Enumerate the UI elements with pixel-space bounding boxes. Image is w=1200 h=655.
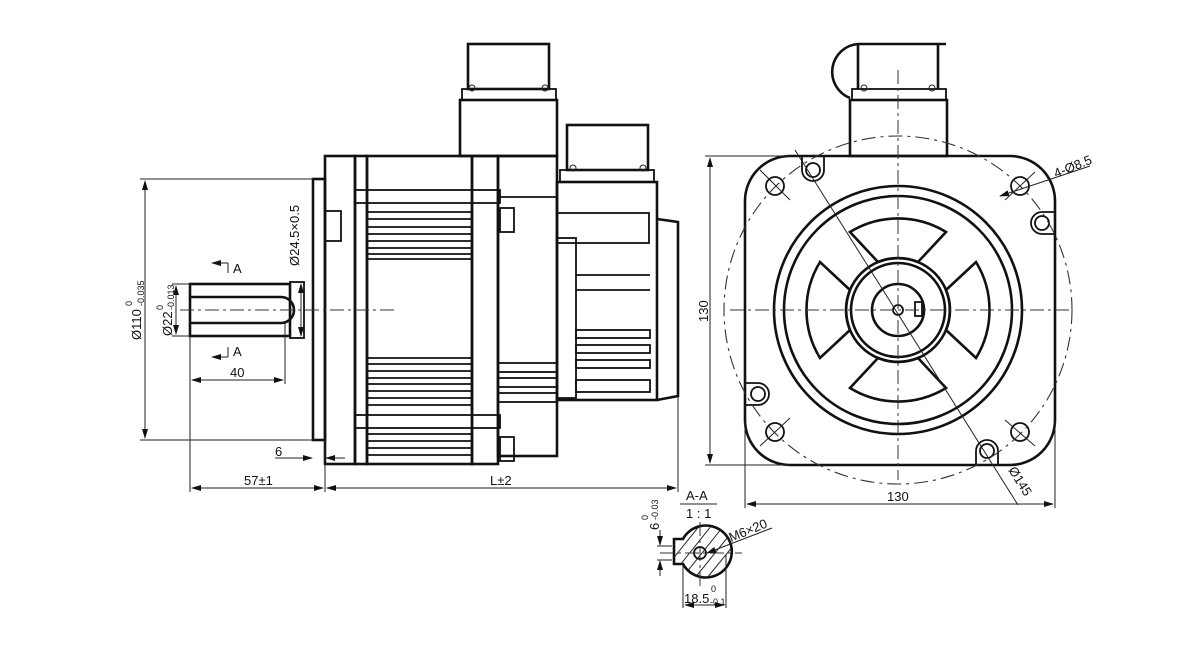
tol-upper: 0 bbox=[155, 305, 165, 310]
rear-housing bbox=[496, 154, 559, 458]
dim-label: 18.5 bbox=[684, 591, 709, 606]
dim-label: 6 bbox=[275, 444, 282, 459]
power-connector bbox=[458, 42, 559, 158]
tol-upper: 0 bbox=[640, 515, 650, 520]
dim-label: 57±1 bbox=[244, 473, 273, 488]
section-title: A-A bbox=[686, 488, 708, 503]
pitch-circle bbox=[723, 135, 1073, 485]
section-letter: A bbox=[233, 261, 242, 276]
dim-shaft-length: 57±1 bbox=[191, 440, 326, 492]
front-connector bbox=[830, 42, 949, 158]
front-view: 4-Ø8.5 Ø145 130 130 bbox=[696, 42, 1094, 508]
dim-label: L±2 bbox=[490, 473, 512, 488]
tol-lower: -0.035 bbox=[136, 280, 146, 306]
section-letter: A bbox=[233, 344, 242, 359]
dim-label: 4-Ø8.5 bbox=[1052, 152, 1094, 181]
dim-shoulder-diameter: Ø24.5×0.5 bbox=[287, 205, 304, 337]
dim-label: 130 bbox=[696, 300, 711, 322]
tol-lower: -0.013 bbox=[166, 284, 176, 310]
dim-body-length: L±2 bbox=[326, 396, 679, 492]
dim-label: 6 bbox=[647, 523, 662, 530]
mount-holes bbox=[765, 176, 1030, 442]
dim-label: Ø145 bbox=[1005, 464, 1035, 499]
dim-flange-diameter: Ø110 0 -0.035 bbox=[124, 178, 313, 441]
section-marker-bottom: A bbox=[211, 344, 242, 360]
encoder-connector bbox=[559, 123, 655, 183]
dim-shaft-diameter: Ø22 0 -0.013 bbox=[155, 283, 190, 337]
dim-key-depth: 18.5 0 -0.1 bbox=[682, 555, 727, 608]
dim-height: 130 bbox=[696, 155, 790, 466]
dim-key-length: 40 bbox=[189, 323, 286, 492]
encoder-housing bbox=[555, 180, 680, 402]
section-view: A-A 1 : 1 6 0 -0.03 M6×20 bbox=[640, 488, 773, 608]
flange-outline bbox=[743, 154, 1057, 467]
tol-lower: -0.1 bbox=[710, 597, 726, 607]
dim-label: M6×20 bbox=[727, 516, 770, 545]
section-scale: 1 : 1 bbox=[686, 506, 711, 521]
section-marker-top: A bbox=[211, 260, 242, 276]
dim-width: 130 bbox=[744, 420, 1056, 508]
dim-flange-thickness: 6 bbox=[275, 444, 345, 461]
tol-upper: 0 bbox=[124, 301, 134, 306]
dim-label: 40 bbox=[230, 365, 244, 380]
dim-label: Ø22 bbox=[160, 311, 175, 336]
side-view: A A Ø110 0 -0.035 Ø22 0 -0.013 Ø2 bbox=[124, 42, 680, 492]
tol-lower: -0.03 bbox=[650, 499, 660, 520]
dim-pitch-circle: Ø145 bbox=[1005, 464, 1035, 499]
tol-upper: 0 bbox=[711, 584, 716, 594]
dim-label: Ø24.5×0.5 bbox=[287, 205, 302, 266]
dim-label: 130 bbox=[887, 489, 909, 504]
dim-label: Ø110 bbox=[129, 309, 144, 340]
dim-key-width: 6 0 -0.03 bbox=[640, 499, 672, 576]
finned-body bbox=[354, 154, 515, 466]
